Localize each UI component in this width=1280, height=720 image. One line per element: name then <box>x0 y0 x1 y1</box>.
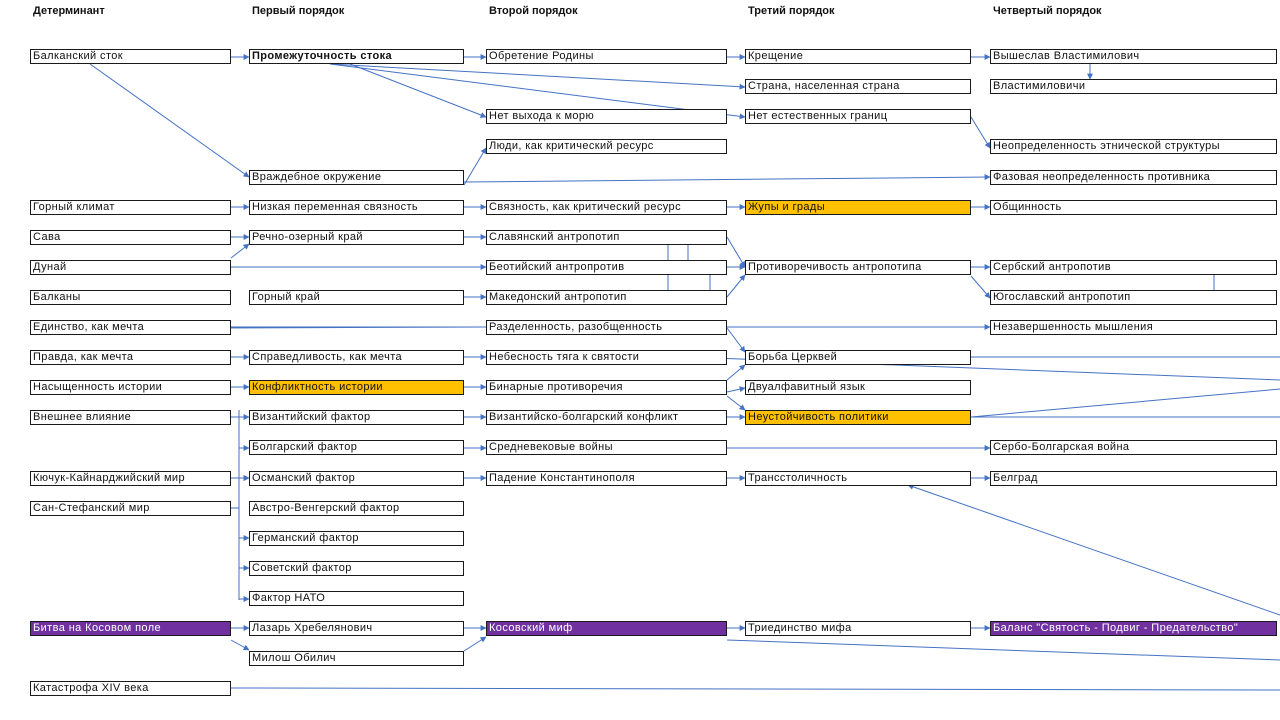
connector-arrow-68 <box>230 687 1280 691</box>
connector-arrow-67 <box>726 639 1280 661</box>
column-header-third-order: Третий порядок <box>748 5 835 17</box>
connector-arrow-9 <box>463 147 487 186</box>
node-gorny-klimat[interactable]: Горный климат <box>30 200 231 215</box>
node-nasyshchennost[interactable]: Насыщенность истории <box>30 380 231 395</box>
node-transstolichnost[interactable]: Трансстоличность <box>745 471 971 486</box>
connector-arrow-10 <box>463 174 991 183</box>
node-balkany[interactable]: Балканы <box>30 290 231 305</box>
node-vizantiysko-bolgarsky[interactable]: Византийско-болгарский конфликт <box>486 410 727 425</box>
node-neustoychivost[interactable]: Неустойчивость политики <box>745 410 971 425</box>
node-kosovsky-mif[interactable]: Косовский миф <box>486 621 727 636</box>
node-makedonsky-antropotip[interactable]: Македонский антропотип <box>486 290 727 305</box>
connector-arrow-11 <box>970 116 991 149</box>
node-promezhutochnost[interactable]: Промежуточность стока <box>249 49 464 64</box>
node-lyudi-resurs[interactable]: Люди, как критический ресурс <box>486 139 727 154</box>
node-zhupy-i-grady[interactable]: Жупы и грады <box>745 200 971 215</box>
node-obshchinnost[interactable]: Общинность <box>990 200 1277 215</box>
connector-arrow-21 <box>726 236 746 268</box>
node-katastrofa-xiv[interactable]: Катастрофа XIV века <box>30 681 231 696</box>
node-belgrad[interactable]: Белград <box>990 471 1277 486</box>
node-padenie-konstantinopolya[interactable]: Падение Константинополя <box>486 471 727 486</box>
node-kreshchenie[interactable]: Крещение <box>745 49 971 64</box>
node-obretenie-rodiny[interactable]: Обретение Родины <box>486 49 727 64</box>
connector-arrow-19 <box>230 243 250 259</box>
node-vizantiysky-faktor[interactable]: Византийский фактор <box>249 410 464 425</box>
node-svyaznost-resurs[interactable]: Связность, как критический ресурс <box>486 200 727 215</box>
node-neopredelennost-etnicheskoy[interactable]: Неопределенность этнической структуры <box>990 139 1277 154</box>
connector-arrow-32 <box>726 327 746 353</box>
node-sovetsky-faktor[interactable]: Советский фактор <box>249 561 464 576</box>
node-dvualfavitny[interactable]: Двуалфавитный язык <box>745 380 971 395</box>
connector-arrow-5 <box>349 63 487 118</box>
node-kuchuk-kainardzhi[interactable]: Кючук-Кайнарджийский мир <box>30 471 231 486</box>
connector-arrow-4 <box>329 63 746 90</box>
node-fazovaya-neopredelennost[interactable]: Фазовая неопределенность противника <box>990 170 1277 185</box>
node-kosovo-battle[interactable]: Битва на Косовом поле <box>30 621 231 636</box>
node-dunai[interactable]: Дунай <box>30 260 231 275</box>
node-osmansky-faktor[interactable]: Османский фактор <box>249 471 464 486</box>
node-rechno-ozerny[interactable]: Речно-озерный край <box>249 230 464 245</box>
node-konfliktnost[interactable]: Конфликтность истории <box>249 380 464 395</box>
node-vneshnee-vliyanie[interactable]: Внешнее влияние <box>30 410 231 425</box>
connector-arrow-60 <box>907 483 1280 616</box>
node-san-stefano[interactable]: Сан-Стефанский мир <box>30 501 231 516</box>
node-beotiysky-antropotip[interactable]: Беотийский антропротив <box>486 260 727 275</box>
connector-arrow-38 <box>726 386 746 393</box>
connector-arrow-25 <box>970 275 991 299</box>
node-lazar[interactable]: Лазарь Хребелянович <box>249 621 464 636</box>
node-edinstvo[interactable]: Единство, как мечта <box>30 320 231 335</box>
node-vrazhdebnoe-okruzhenie[interactable]: Враждебное окружение <box>249 170 464 185</box>
connector-arrow-30 <box>211 324 487 331</box>
node-vysheslav[interactable]: Вышеслав Властимилович <box>990 49 1277 64</box>
node-serbsky-antropotip[interactable]: Сербский антропотив <box>990 260 1277 275</box>
node-sava[interactable]: Сава <box>30 230 231 245</box>
node-binarnye-protivorechiya[interactable]: Бинарные противоречия <box>486 380 727 395</box>
node-balans-svyatost[interactable]: Баланс "Святость - Подвиг - Предательств… <box>990 621 1277 636</box>
node-triedinstvo-mifa[interactable]: Триединство мифа <box>745 621 971 636</box>
node-serbo-bolgarskaya-voina[interactable]: Сербо-Болгарская война <box>990 440 1277 455</box>
node-net-vyhoda[interactable]: Нет выхода к морю <box>486 109 727 124</box>
node-net-granits[interactable]: Нет естественных границ <box>745 109 971 124</box>
connector-arrow-8 <box>89 63 250 178</box>
node-milosh[interactable]: Милош Обилич <box>249 651 464 666</box>
node-balkan-stok[interactable]: Балканский сток <box>30 49 231 64</box>
node-slavyansky-antropotip[interactable]: Славянский антропотип <box>486 230 727 245</box>
node-razdelennost[interactable]: Разделенность, разобщенность <box>486 320 727 335</box>
node-strana[interactable]: Страна, населенная страна <box>745 79 971 94</box>
connector-arrow-43 <box>970 388 1280 418</box>
connector-arrow-64 <box>463 636 487 652</box>
node-faktor-nato[interactable]: Фактор НАТО <box>249 591 464 606</box>
node-avstro-vengersky-faktor[interactable]: Австро-Венгерский фактор <box>249 501 464 516</box>
column-header-second-order: Второй порядок <box>489 5 578 17</box>
node-bolgarsky-faktor[interactable]: Болгарский фактор <box>249 440 464 455</box>
connector-arrow-23 <box>726 274 746 298</box>
node-protivorechivost[interactable]: Противоречивость антропотипа <box>745 260 971 275</box>
node-srednevekovye-voiny[interactable]: Средневековые войны <box>486 440 727 455</box>
node-gorny-krai[interactable]: Горный край <box>249 290 464 305</box>
node-nebesnost[interactable]: Небесность тяга к святости <box>486 350 727 365</box>
node-spravedlivost[interactable]: Справедливость, как мечта <box>249 350 464 365</box>
column-header-fourth-order: Четвертый порядок <box>993 5 1102 17</box>
node-germansky-faktor[interactable]: Германский фактор <box>249 531 464 546</box>
node-nizkaya-svyaznost[interactable]: Низкая переменная связность <box>249 200 464 215</box>
connector-arrow-39 <box>726 395 746 411</box>
node-vlastimilovichi[interactable]: Властимиловичи <box>990 79 1277 94</box>
node-yugoslavsky-antropotip[interactable]: Югославский антропотип <box>990 290 1277 305</box>
node-borba-tserkvey[interactable]: Борьба Церквей <box>745 350 971 365</box>
connector-arrow-37 <box>726 364 746 381</box>
column-header-first-order: Первый порядок <box>252 5 345 17</box>
connector-arrow-62 <box>230 639 250 651</box>
node-nezavershennost[interactable]: Незавершенность мышления <box>990 320 1277 335</box>
node-pravda[interactable]: Правда, как мечта <box>30 350 231 365</box>
column-header-determinant: Детерминант <box>33 5 105 17</box>
